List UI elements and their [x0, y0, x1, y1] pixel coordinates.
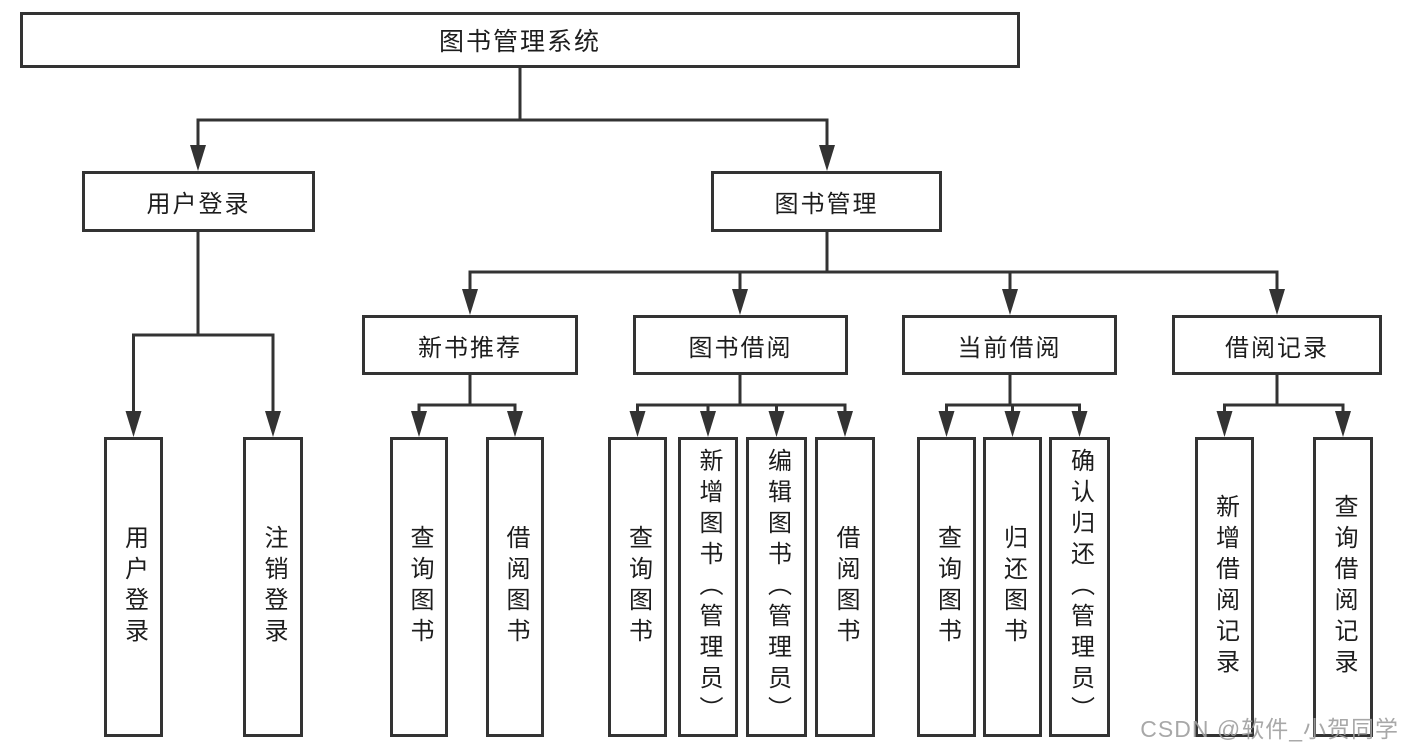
leaf-query-books-borrow: 查询图书	[608, 437, 667, 737]
node-label: 新增图书（管理员）	[695, 447, 722, 727]
node-label: 用户登录	[120, 525, 148, 649]
node-book-management: 图书管理	[711, 171, 942, 232]
node-label: 新书推荐	[418, 334, 522, 362]
leaf-query-books-recommend: 查询图书	[390, 437, 448, 737]
node-label: 编辑图书（管理员）	[763, 447, 791, 727]
node-book-borrowing: 图书借阅	[633, 315, 848, 375]
leaf-confirm-return-admin: 确认归还（管理员）	[1049, 437, 1110, 737]
leaf-edit-books-admin: 编辑图书（管理员）	[746, 437, 807, 737]
node-label: 查询图书	[406, 525, 433, 649]
leaf-query-books-current: 查询图书	[917, 437, 976, 737]
node-library-management-system: 图书管理系统	[20, 12, 1020, 68]
node-label: 用户登录	[146, 191, 251, 218]
node-label: 查询借阅记录	[1330, 494, 1357, 680]
csdn-watermark: CSDN @软件_小贺同学	[1140, 716, 1399, 742]
node-label: 新增借阅记录	[1211, 494, 1239, 680]
node-label: 确认归还（管理员）	[1066, 447, 1094, 727]
node-label: 查询图书	[933, 525, 961, 649]
leaf-query-borrow-record: 查询借阅记录	[1313, 437, 1373, 737]
node-label: 查询图书	[624, 525, 652, 649]
node-borrowing-records: 借阅记录	[1172, 315, 1382, 375]
leaf-borrow-books-recommend: 借阅图书	[486, 437, 544, 737]
node-user-login: 用户登录	[82, 171, 315, 232]
node-label: 注销登录	[260, 525, 287, 649]
leaf-borrow-books: 借阅图书	[815, 437, 875, 737]
node-label: 借阅记录	[1225, 334, 1329, 362]
node-label: 归还图书	[999, 525, 1027, 649]
leaf-return-books: 归还图书	[983, 437, 1042, 737]
node-label: 图书管理	[774, 191, 879, 218]
leaf-logout: 注销登录	[243, 437, 303, 737]
node-current-borrowing: 当前借阅	[902, 315, 1117, 375]
arrowheads	[125, 145, 1351, 437]
node-label: 图书借阅	[688, 334, 793, 362]
node-label: 当前借阅	[957, 334, 1062, 362]
node-label: 图书管理系统	[438, 28, 601, 56]
leaf-add-borrow-record: 新增借阅记录	[1195, 437, 1254, 737]
node-label: 借阅图书	[832, 525, 859, 649]
leaf-add-books-admin: 新增图书（管理员）	[678, 437, 738, 737]
leaf-user-login: 用户登录	[104, 437, 163, 737]
node-label: 借阅图书	[502, 525, 529, 649]
node-new-book-recommend: 新书推荐	[362, 315, 578, 375]
